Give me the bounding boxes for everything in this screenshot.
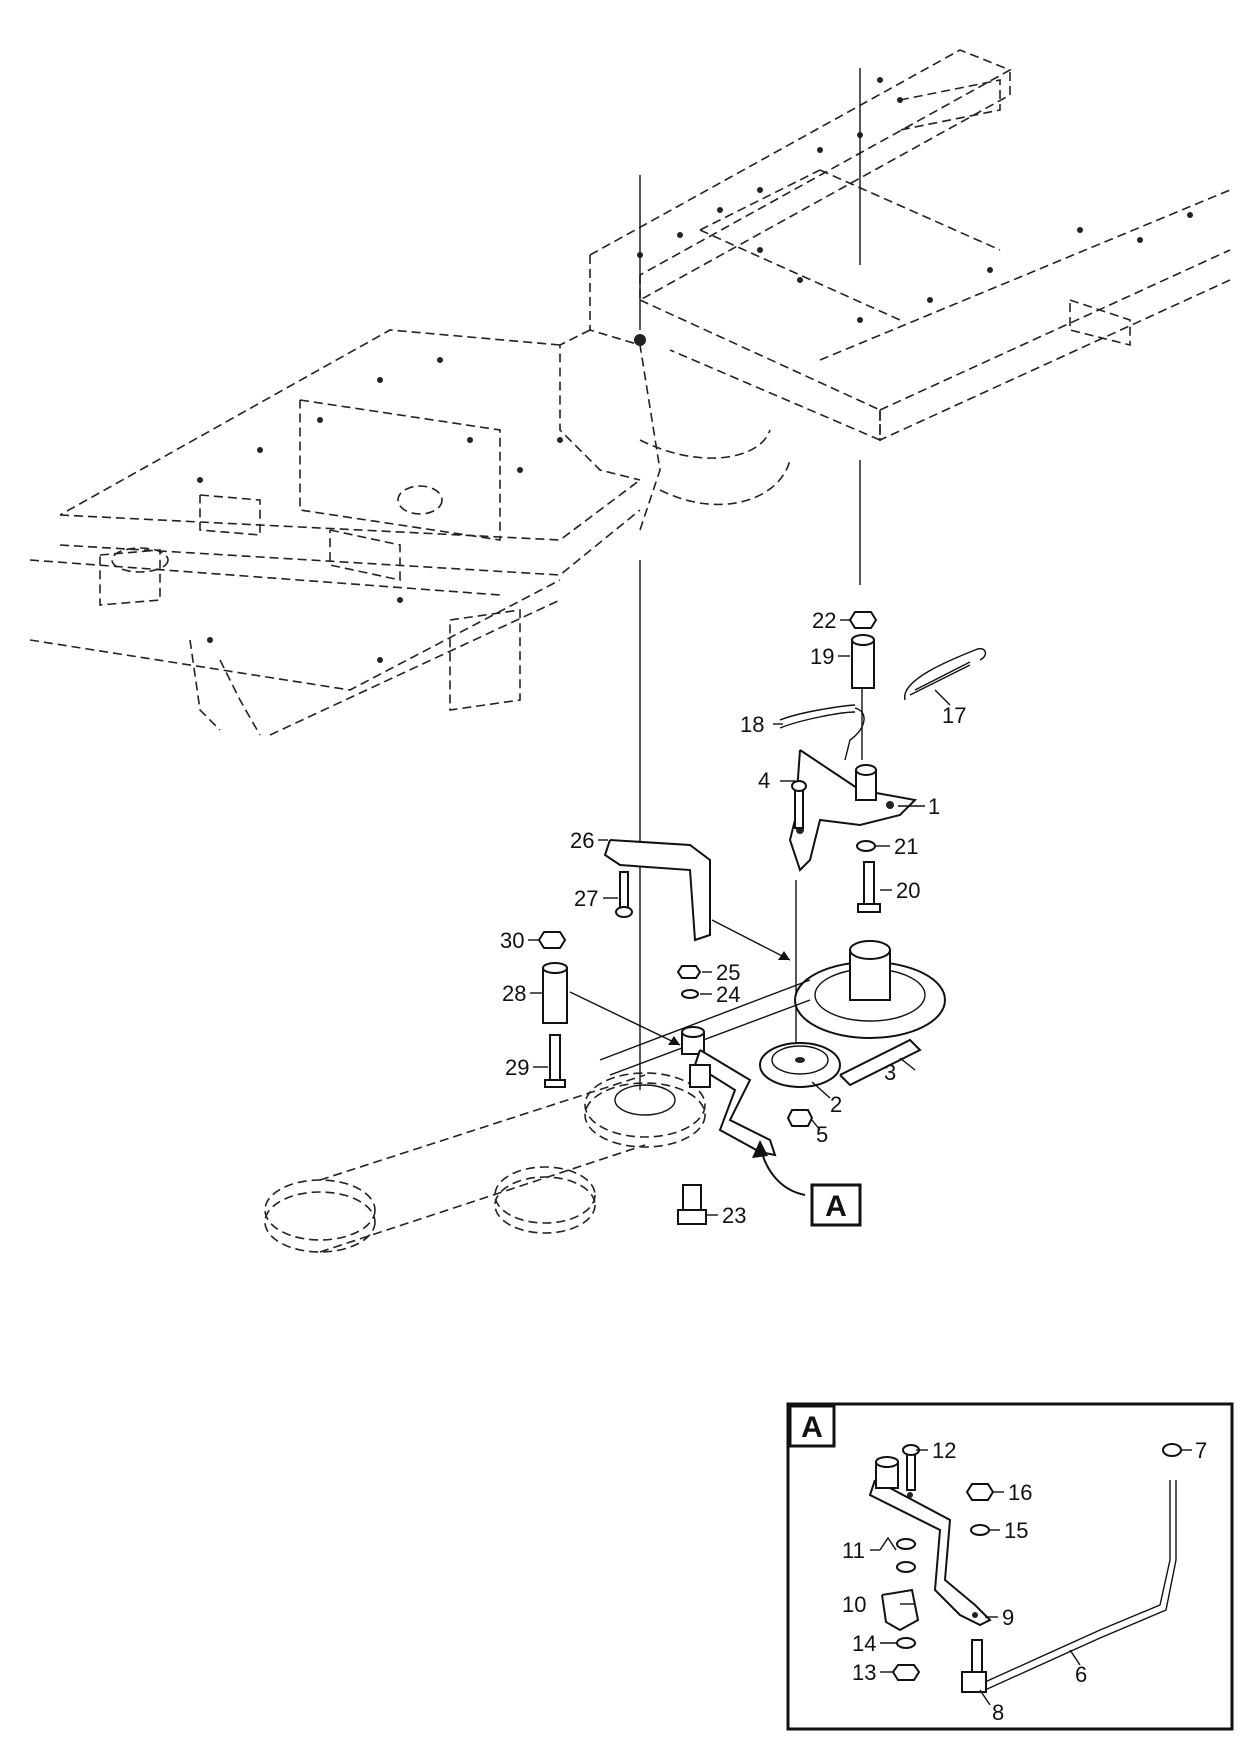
washer-21 — [856, 840, 876, 852]
callout-22: 22 — [812, 608, 836, 633]
callout-28: 28 — [502, 981, 526, 1006]
nut-22 — [848, 611, 878, 629]
callout-9: 9 — [1002, 1605, 1014, 1630]
frame-outline — [29, 49, 1231, 736]
callout-30: 30 — [500, 928, 524, 953]
callout-29: 29 — [505, 1055, 529, 1080]
callout-25: 25 — [716, 960, 740, 985]
callout-19: 19 — [810, 644, 834, 669]
callout-27: 27 — [574, 886, 598, 911]
callout-2: 2 — [830, 1092, 842, 1117]
detail-a-label: A — [825, 1190, 847, 1223]
idler-arm-1 — [788, 749, 918, 872]
callout-11: 11 — [842, 1538, 865, 1563]
washer-24 — [681, 989, 699, 999]
callout-20: 20 — [896, 878, 920, 903]
bracket-26 — [603, 839, 711, 942]
callout-18: 18 — [740, 712, 764, 737]
callout-labels: 1 2 3 4 5 6 7 8 9 10 11 12 13 14 15 16 1… — [500, 608, 1207, 1725]
nut-25 — [676, 965, 702, 979]
callout-23: 23 — [722, 1203, 746, 1228]
callout-14: 14 — [852, 1631, 876, 1656]
nut-30 — [537, 931, 567, 949]
spacer-19 — [851, 634, 875, 689]
inset-a-label: A — [801, 1411, 823, 1444]
bolt-27 — [615, 871, 633, 918]
assembly-arrows — [569, 919, 806, 1196]
callout-13: 13 — [852, 1660, 876, 1685]
spring-18 — [779, 704, 865, 761]
callout-8: 8 — [992, 1700, 1004, 1725]
callout-21: 21 — [894, 834, 918, 859]
spacer-28 — [542, 962, 568, 1024]
bolt-4 — [791, 780, 807, 829]
callout-17: 17 — [942, 703, 966, 728]
bolt-20 — [857, 861, 881, 913]
detail-a-inset: A — [786, 1402, 1234, 1731]
callout-16: 16 — [1008, 1480, 1032, 1505]
callout-24: 24 — [716, 982, 740, 1007]
bolt-29 — [544, 1034, 566, 1088]
callout-10: 10 — [842, 1592, 866, 1617]
alignment-lines — [639, 68, 863, 1090]
callout-5: 5 — [816, 1122, 828, 1147]
callout-3: 3 — [884, 1060, 896, 1085]
callout-leaders — [528, 619, 1192, 1706]
detail-a-marker: A — [810, 1183, 862, 1227]
spring-17 — [904, 648, 987, 701]
callout-6: 6 — [1075, 1662, 1087, 1687]
callout-26: 26 — [570, 828, 594, 853]
callout-1: 1 — [928, 794, 940, 819]
callout-15: 15 — [1004, 1518, 1028, 1543]
bolt-23 — [677, 1184, 707, 1225]
callout-7: 7 — [1195, 1438, 1207, 1463]
idler-arm-assembly — [681, 1026, 777, 1157]
callout-12: 12 — [932, 1438, 956, 1463]
deck-pulleys — [264, 940, 946, 1253]
callout-4: 4 — [758, 768, 770, 793]
nut-5 — [786, 1109, 814, 1127]
